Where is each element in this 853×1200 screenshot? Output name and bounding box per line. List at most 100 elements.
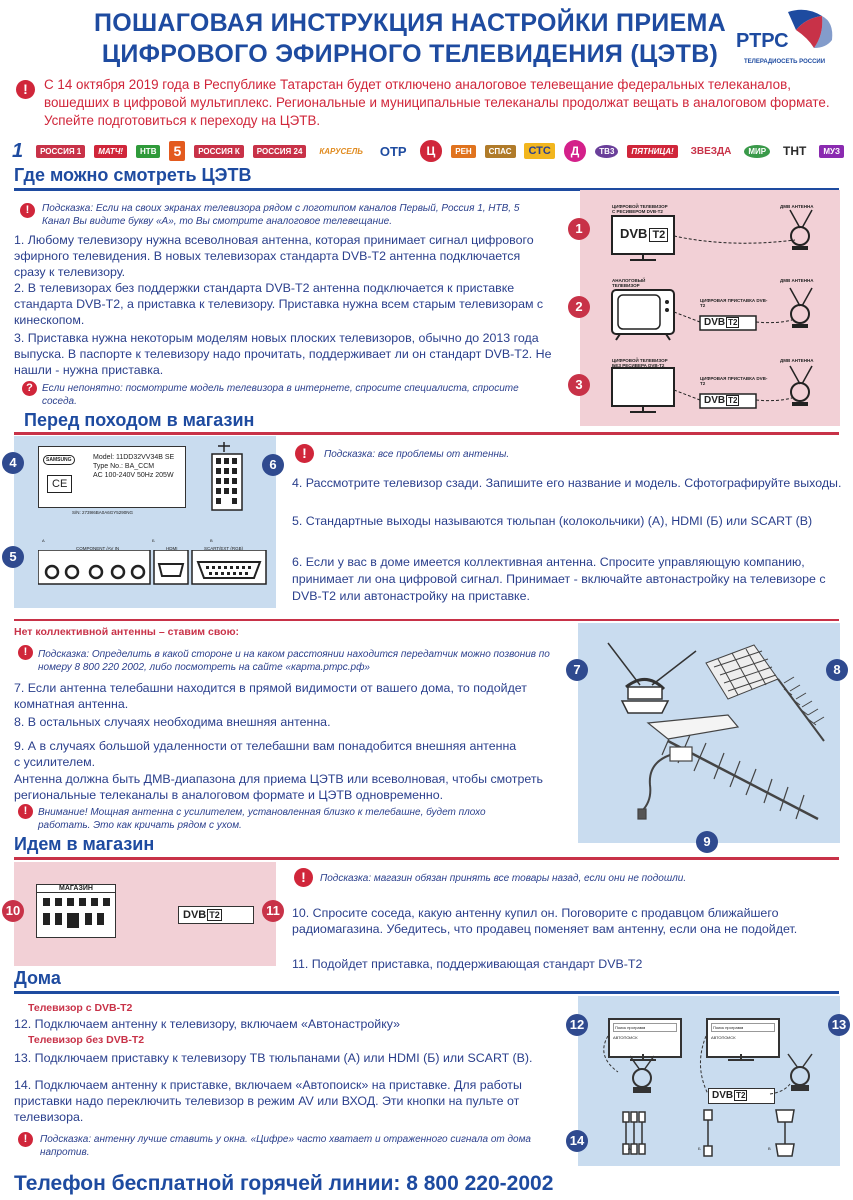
channel-logo: Д (563, 140, 587, 162)
tv-ports (38, 550, 267, 585)
serial-number: S/N: 2739I6BA0A6GY5290NG (72, 510, 134, 515)
step-number: 6 (262, 454, 284, 476)
port-mark: A (42, 538, 45, 543)
port-mark: В (210, 538, 213, 543)
port-label: SCART/EXT (RGB) (204, 546, 244, 551)
channel-logo: РОССИЯ К (194, 144, 244, 158)
tv-back-panel: 4 5 6 SAMSUNG CE Model: 11DD32VV34B SE T… (2, 436, 284, 608)
channel-logo: МАТЧ! (94, 144, 128, 158)
shop-item-10: 10. Спросите соседа, какую антенну купил… (292, 906, 798, 936)
home-item-13: 13. Подключаем приставку к телевизору ТВ… (14, 1051, 533, 1065)
hint-before: Подсказка: все проблемы от антенны. (324, 449, 510, 460)
section-title-noantenna: Нет коллективной антенны – ставим свою: (14, 626, 240, 638)
noantenna-item-7: 7. Если антенна телебашни находится в пр… (14, 681, 527, 711)
box-label: ЦИФРОВАЯ ПРИСТАВКА DVB-T2 (700, 376, 768, 386)
cable-mark: Б (698, 1146, 701, 1151)
step-number: 10 (2, 900, 24, 922)
tv-label-plate: SAMSUNG CE Model: 11DD32VV34B SE Type No… (38, 446, 186, 508)
hint-where: Подсказка: Если на своих экранах телевиз… (42, 203, 520, 227)
store-windows (43, 898, 110, 928)
where-item-3: 3. Приставка нужна некоторым моделям нов… (14, 331, 552, 377)
channel-logo: ЗВЕЗДА (690, 145, 732, 157)
antenna-types-panel: 7 8 9 (566, 623, 848, 853)
rtrs-flag-icon (788, 9, 833, 48)
hotline-footer: Телефон бесплатной горячей линии: 8 800 … (14, 1172, 554, 1195)
divider (14, 991, 839, 994)
channel-logos: 1 РОССИЯ 1 МАТЧ! НТВ 5 РОССИЯ К РОССИЯ 2… (8, 136, 844, 166)
tv-types-panel: 1 2 3 ЦИФРОВОЙ ТЕЛЕВИЗОР С РЕСИВЕРОМ DVB… (568, 190, 840, 426)
port-label: HDMI (166, 546, 178, 551)
antenna-warning: Внимание! Мощная антенна с усилителем, у… (38, 807, 486, 831)
step-number: 3 (568, 374, 590, 396)
channel-logo: СТС (524, 143, 555, 159)
tv-label: ЦИФРОВОЙ ТЕЛЕВИЗОР С РЕСИВЕРОМ DVB-T2 (612, 204, 668, 214)
channel-logo: КАРУСЕЛЬ (319, 146, 363, 156)
step-number: 1 (568, 218, 590, 240)
brand-logo: SAMSUNG (43, 455, 75, 465)
building-icon (211, 442, 243, 511)
where-item-2: 2. В телевизорах без поддержки стандарта… (14, 281, 544, 327)
step-number: 14 (566, 1130, 588, 1152)
box-label: ЦИФРОВАЯ ПРИСТАВКА DVB-T2 (700, 298, 768, 308)
noantenna-item-9: 9. А в случаях большой удаленности от те… (14, 739, 517, 769)
section-title-where: Где можно смотреть ЦЭТВ (14, 165, 252, 185)
cable-mark: В (768, 1146, 771, 1151)
channel-logo: 5 (169, 141, 186, 161)
channel-logo: РОССИЯ 24 (252, 144, 307, 158)
before-item-4: 4. Рассмотрите телевизор сзади. Запишите… (292, 476, 842, 490)
hint-icon: ! (294, 868, 313, 887)
before-item-5: 5. Стандартные выходы называются тюльпан… (292, 514, 813, 528)
section-title-shop: Идем в магазин (14, 834, 155, 854)
step-number: 13 (828, 1014, 850, 1036)
antenna-label: ДМВ АНТЕННА (780, 204, 814, 209)
channel-logo: Ц (419, 140, 443, 162)
warning-icon: ! (18, 804, 33, 819)
ce-mark: CE (47, 475, 73, 493)
step-number: 4 (2, 452, 24, 474)
title-line-1: ПОШАГОВАЯ ИНСТРУКЦИЯ НАСТРОЙКИ ПРИЕМА (93, 9, 727, 37)
hint-icon: ! (18, 645, 33, 660)
step-number: 2 (568, 296, 590, 318)
warning-icon: ! (16, 80, 35, 99)
step-number: 12 (566, 1014, 588, 1036)
store-icon: МАГАЗИН (36, 884, 116, 938)
title-line-2: ЦИФРОВОГО ЭФИРНОГО ТЕЛЕВИДЕНИЯ (ЦЭТВ) (101, 40, 719, 68)
channel-logo: 1 (12, 139, 24, 162)
channel-logo: СПАС (484, 144, 516, 158)
step-number: 11 (262, 900, 284, 922)
divider (14, 857, 839, 860)
home-connection-panel: 12 13 14 Поиск программ АВТОПОИСК Поиск … (566, 996, 850, 1166)
channel-logo: НТВ (136, 144, 161, 158)
divider (14, 619, 839, 621)
channel-logo: ТНТ (783, 144, 807, 158)
antenna-label: ДМВ АНТЕННА (780, 278, 814, 283)
noantenna-item-8: 8. В остальных случаях необходима внешня… (14, 715, 331, 729)
step-number: 5 (2, 546, 24, 568)
hint-icon: ! (295, 444, 314, 463)
channel-logo: РОССИЯ 1 (36, 144, 86, 158)
channel-logo: МУЗ (819, 144, 844, 158)
intro-text: С 14 октября 2019 года в Республике Тата… (44, 77, 830, 128)
step-number: 9 (696, 831, 718, 853)
antenna-note: Антенна должна быть ДМВ-диапазона для пр… (14, 772, 543, 802)
before-item-6: 6. Если у вас в доме имеется коллективна… (292, 555, 826, 603)
step-number: 7 (566, 659, 588, 681)
step-number: 8 (826, 659, 848, 681)
home-item-14: 14. Подключаем антенну к приставке, вклю… (14, 1078, 522, 1124)
hint-question: Если непонятно: посмотрите модель телеви… (42, 383, 519, 407)
shop-item-11: 11. Подойдет приставка, поддерживающая с… (292, 957, 643, 971)
channel-logo: РЕН (451, 144, 476, 158)
page-title: ПОШАГОВАЯ ИНСТРУКЦИЯ НАСТРОЙКИ ПРИЕМА ЦИ… (70, 8, 750, 70)
hint-icon: ! (18, 1132, 33, 1147)
cable-mark: А (628, 1146, 631, 1151)
tv-label: АНАЛОГОВЫЙ ТЕЛЕВИЗОР (612, 278, 646, 288)
hint-shop: Подсказка: магазин обязан принять все то… (320, 873, 687, 884)
question-icon: ? (22, 381, 37, 396)
tv-screen: Поиск программ АВТОПОИСК (706, 1018, 780, 1058)
home-sub-without-dvb: Телевизор без DVB-T2 (28, 1034, 145, 1046)
